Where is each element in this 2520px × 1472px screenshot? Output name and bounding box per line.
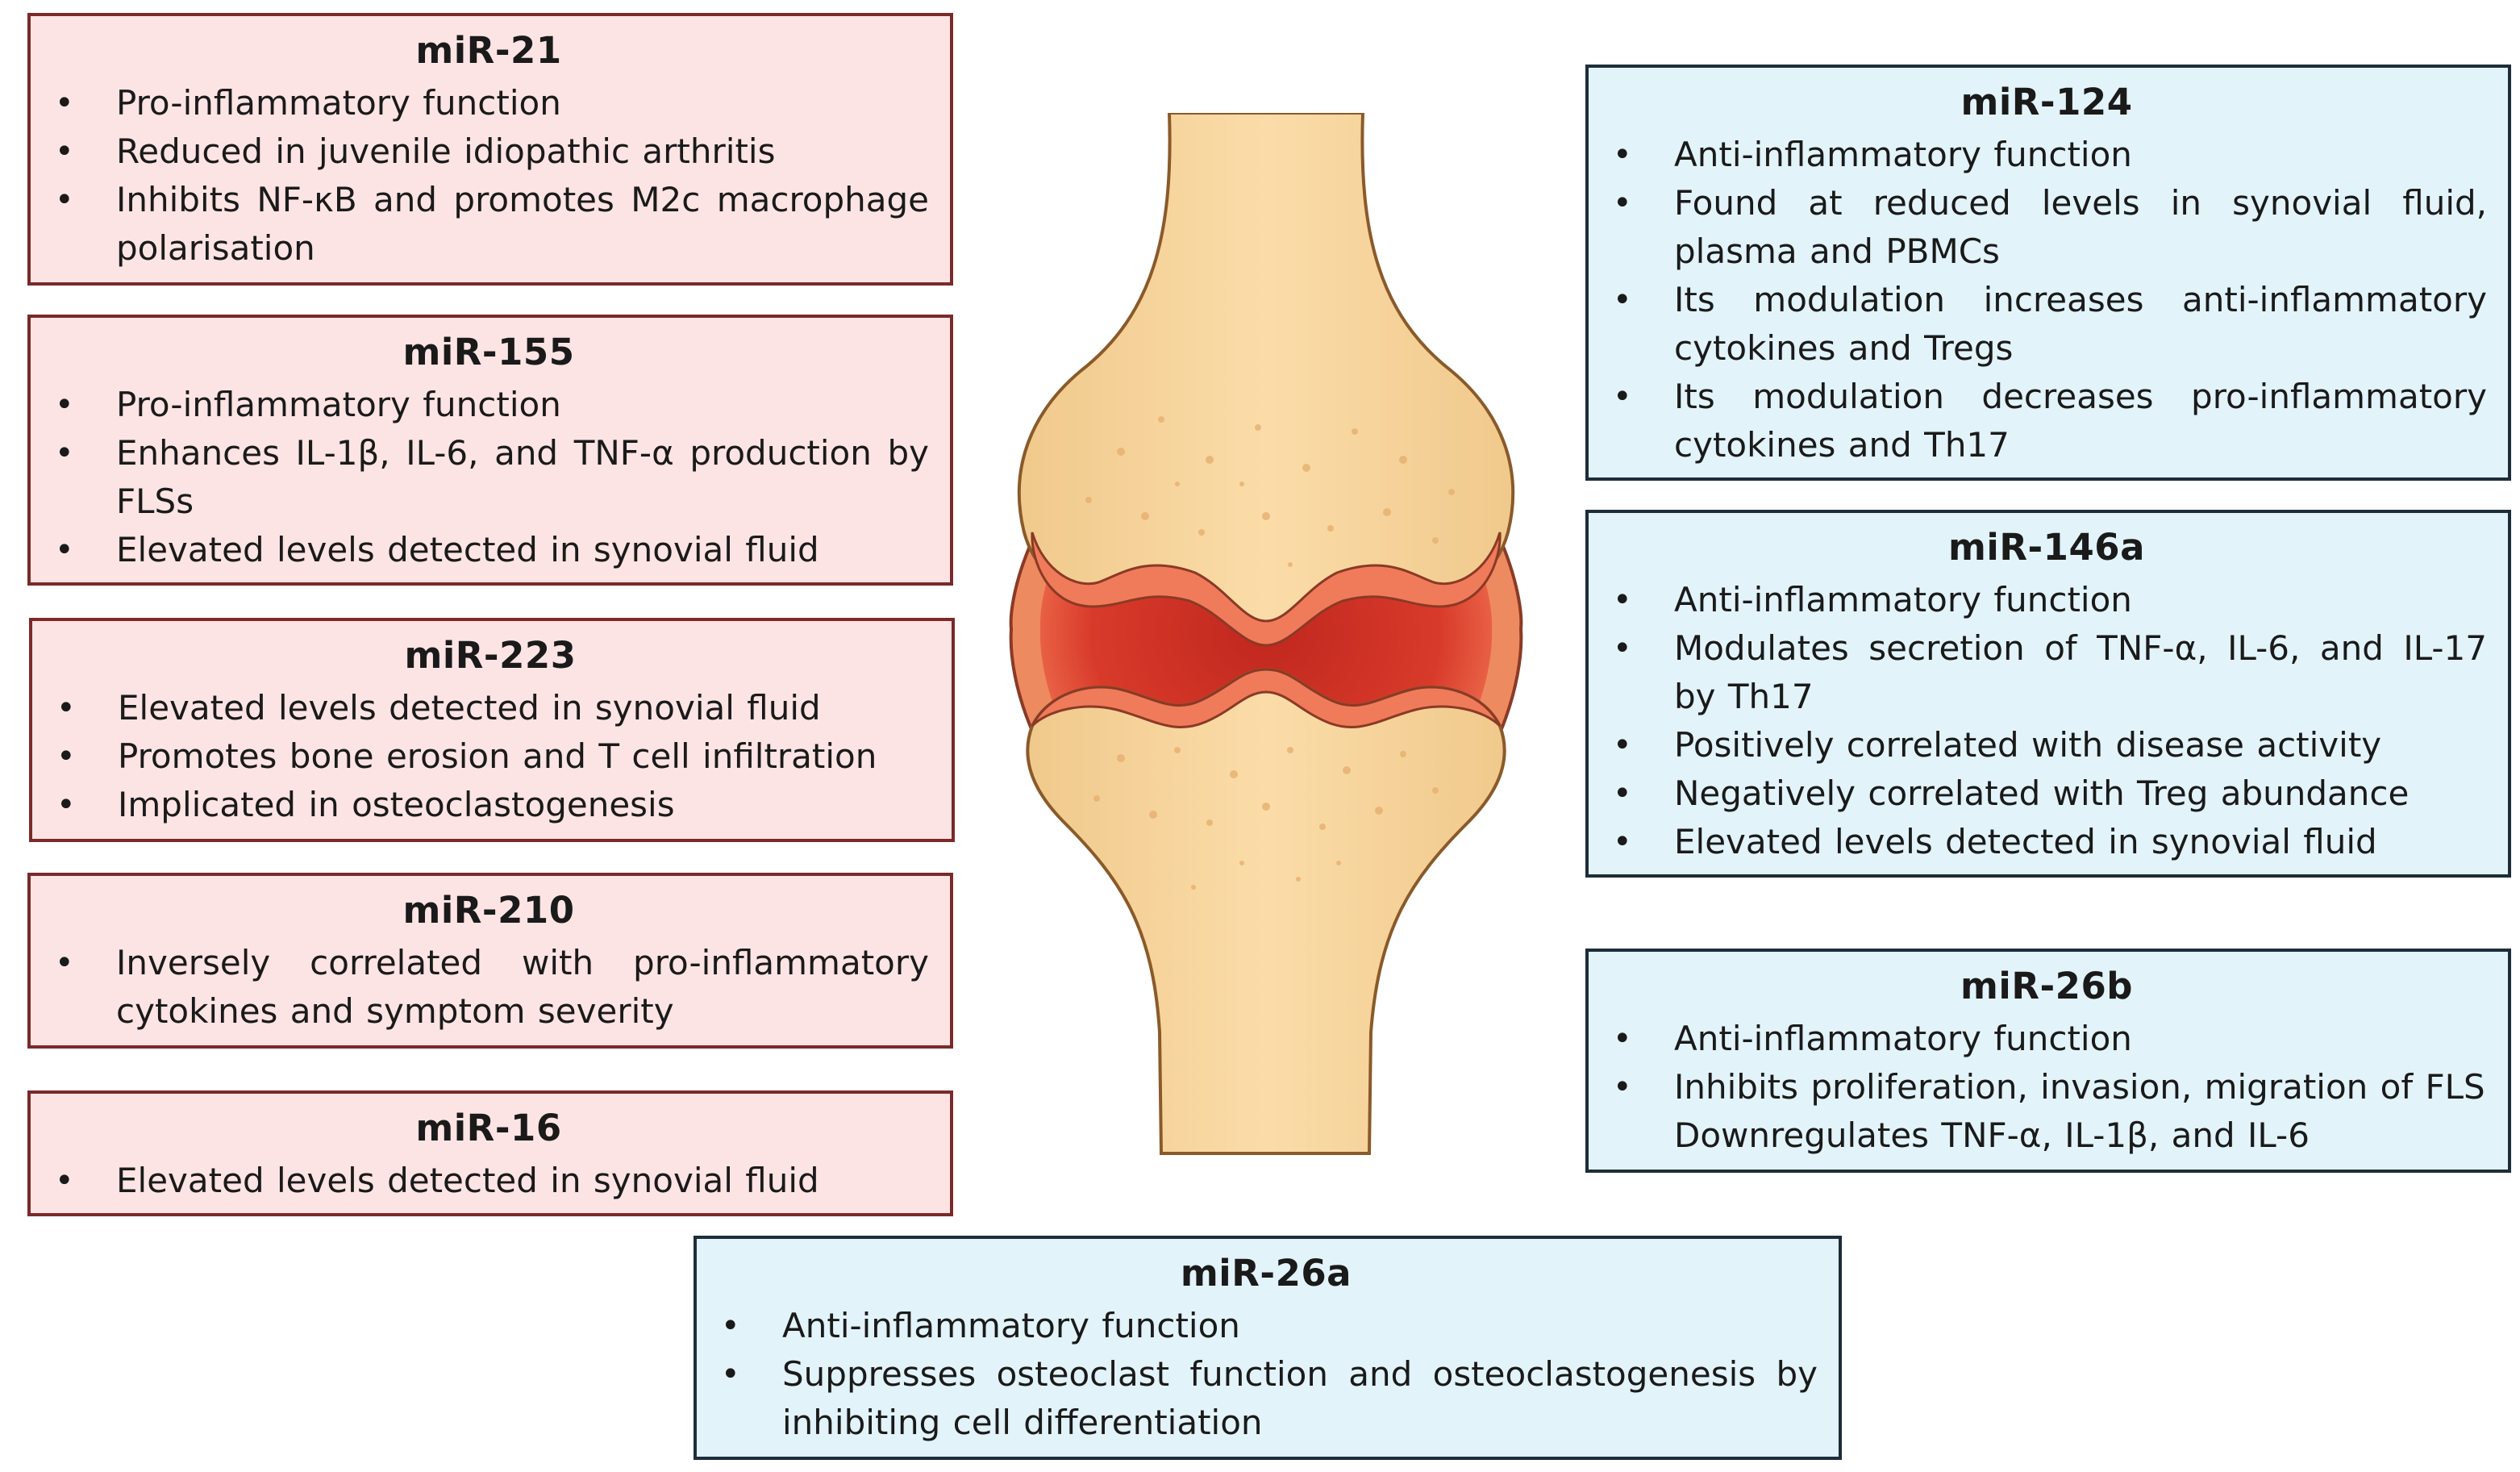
- mir-26a-title: miR-26a: [1180, 1252, 1352, 1295]
- mir-223-item: Elevated levels detected in synovial flu…: [50, 684, 931, 732]
- mir-26b-item: Inhibits proliferation, invasion, migrat…: [1606, 1063, 2487, 1111]
- mir-124-item: Its modulation decreases pro-inflammator…: [1606, 373, 2487, 469]
- tibia-cartilage: [1031, 668, 1502, 729]
- mir-26a-box: miR-26a Anti-inflammatory function Suppr…: [694, 1236, 1842, 1460]
- mir-146a-item: Modulates secretion of TNF-α, IL-6, and …: [1606, 624, 2487, 721]
- mir-21-item: Reduced in juvenile idiopathic arthritis: [48, 127, 929, 176]
- mir-124-box: miR-124 Anti-inflammatory function Found…: [1585, 65, 2511, 481]
- mir-21-item: Inhibits NF-κB and promotes M2c macropha…: [48, 176, 929, 273]
- mir-16-title: miR-16: [415, 1107, 562, 1149]
- knee-joint-illustration: [1009, 113, 1523, 1155]
- mir-26a-item: Suppresses osteoclast function and osteo…: [714, 1350, 1818, 1447]
- mir-16-item: Elevated levels detected in synovial flu…: [48, 1157, 929, 1205]
- mir-21-title: miR-21: [415, 29, 562, 72]
- mir-155-box: miR-155 Pro-inflammatory function Enhanc…: [27, 315, 953, 586]
- mir-146a-box: miR-146a Anti-inflammatory function Modu…: [1585, 510, 2511, 878]
- mir-146a-item: Negatively correlated with Treg abundanc…: [1606, 769, 2487, 818]
- mir-124-title: miR-124: [1960, 81, 2133, 123]
- mir-21-list: Pro-inflammatory function Reduced in juv…: [48, 79, 929, 273]
- femur-cartilage: [1031, 532, 1502, 647]
- mir-124-item: Found at reduced levels in synovial flui…: [1606, 179, 2487, 276]
- mir-223-box: miR-223 Elevated levels detected in syno…: [29, 618, 955, 842]
- mir-21-box: miR-21 Pro-inflammatory function Reduced…: [27, 13, 953, 286]
- mir-124-item: Anti-inflammatory function: [1606, 131, 2487, 179]
- mir-26b-box: miR-26b Anti-inflammatory function Inhib…: [1585, 949, 2511, 1173]
- mir-210-list: Inversely correlated with pro-inflammato…: [48, 939, 929, 1036]
- mir-26a-item: Anti-inflammatory function: [714, 1302, 1818, 1350]
- mir-223-title: miR-223: [404, 634, 577, 677]
- mir-155-title: miR-155: [402, 331, 575, 373]
- femur-bone: [1017, 113, 1515, 632]
- mir-26b-list: Anti-inflammatory function Inhibits prol…: [1606, 1015, 2487, 1160]
- mir-26b-item: Downregulates TNF-α, IL-1β, and IL-6: [1674, 1115, 2310, 1155]
- mir-26b-item: Anti-inflammatory function: [1606, 1015, 2487, 1063]
- mir-155-list: Pro-inflammatory function Enhances IL-1β…: [48, 381, 929, 574]
- mir-146a-item: Anti-inflammatory function: [1606, 576, 2487, 624]
- mir-155-item: Elevated levels detected in synovial flu…: [48, 526, 929, 574]
- mir-124-list: Anti-inflammatory function Found at redu…: [1606, 131, 2487, 469]
- mir-146a-title: miR-146a: [1948, 526, 2145, 569]
- mir-223-item: Implicated in osteoclastogenesis: [50, 781, 931, 829]
- mir-146a-item: Positively correlated with disease activ…: [1606, 721, 2487, 769]
- mir-16-list: Elevated levels detected in synovial flu…: [48, 1157, 929, 1205]
- mir-223-list: Elevated levels detected in synovial flu…: [50, 684, 931, 829]
- bone-texture: [1085, 416, 1455, 890]
- mir-210-item: Inversely correlated with pro-inflammato…: [48, 939, 929, 1036]
- mir-16-box: miR-16 Elevated levels detected in synov…: [27, 1090, 953, 1216]
- mir-146a-item: Elevated levels detected in synovial flu…: [1606, 818, 2487, 866]
- mir-210-title: miR-210: [402, 889, 575, 932]
- mir-124-item: Its modulation increases anti-inflammato…: [1606, 276, 2487, 373]
- mir-21-item: Pro-inflammatory function: [48, 79, 929, 127]
- mir-210-box: miR-210 Inversely correlated with pro-in…: [27, 873, 953, 1049]
- tibia-bone: [1026, 667, 1506, 1155]
- mir-26b-title: miR-26b: [1960, 965, 2133, 1007]
- mir-26a-list: Anti-inflammatory function Suppresses os…: [714, 1302, 1818, 1447]
- mir-146a-list: Anti-inflammatory function Modulates sec…: [1606, 576, 2487, 866]
- mir-223-item: Promotes bone erosion and T cell infiltr…: [50, 732, 931, 781]
- mir-155-item: Pro-inflammatory function: [48, 381, 929, 429]
- mir-155-item: Enhances IL-1β, IL-6, and TNF-α producti…: [48, 429, 929, 526]
